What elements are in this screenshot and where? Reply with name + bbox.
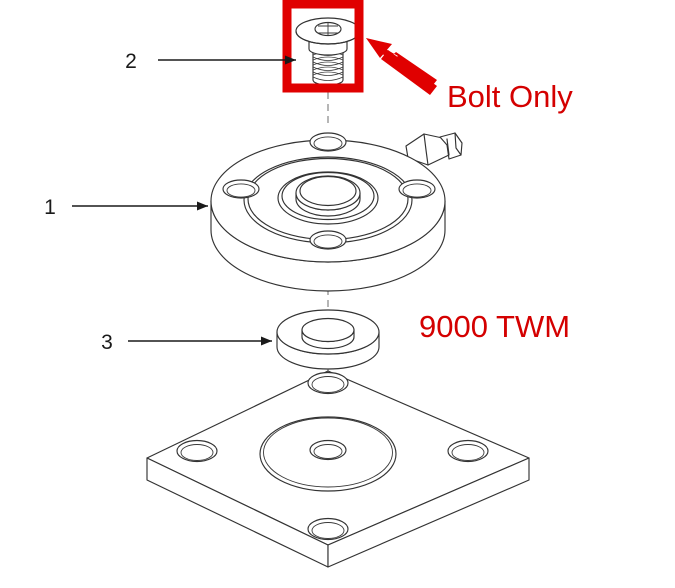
part-bolt	[295, 17, 361, 86]
flange-bolt-holes	[222, 132, 436, 250]
callout-leader-2	[158, 55, 296, 65]
part-flange-body	[210, 132, 463, 292]
bolt-highlight-box	[282, 0, 364, 93]
callout-leader-1	[72, 201, 208, 211]
bolt-callout-arrow-icon	[366, 38, 437, 95]
callout-leader-3	[128, 336, 272, 346]
base-plate-corner-holes	[176, 371, 489, 541]
part-washer	[276, 309, 380, 370]
part-base-plate	[146, 370, 530, 568]
